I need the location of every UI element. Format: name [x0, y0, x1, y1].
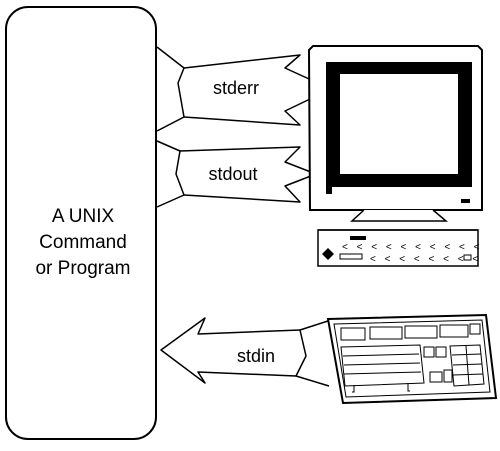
stdout-arrow: stdout	[156, 140, 317, 208]
keyboard-icon	[326, 313, 498, 405]
stdin-arrow: stdin	[160, 317, 332, 387]
svg-text:< < < < < < < < < <: < < < < < < < < < <	[342, 242, 482, 253]
stdout-label: stdout	[208, 164, 257, 184]
program-box	[5, 6, 157, 440]
computer-base	[317, 229, 479, 267]
stderr-label: stderr	[213, 78, 259, 98]
monitor-icon: < < < < < < < < < < < < < < < < < <	[307, 45, 483, 267]
program-label-line1: A UNIX	[52, 206, 115, 227]
stdin-label: stdin	[237, 346, 275, 366]
stderr-arrow: stderr	[156, 46, 332, 132]
program-label-line3: or Program	[35, 258, 130, 279]
svg-text:< < < < < < < <: < < < < < < < <	[370, 254, 481, 265]
program-label-line2: Command	[39, 232, 127, 253]
